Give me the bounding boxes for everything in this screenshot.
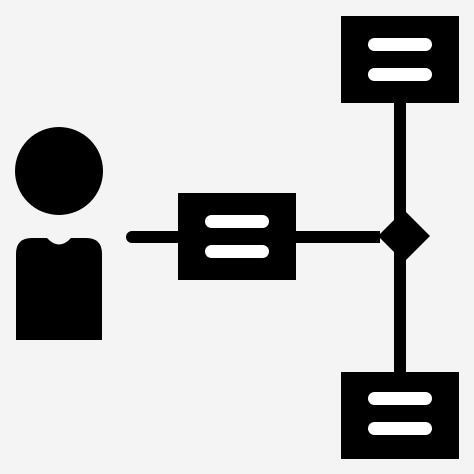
top-process-box bbox=[341, 16, 459, 103]
user-head bbox=[15, 127, 103, 215]
process-box-line-1 bbox=[205, 215, 269, 228]
bottom-process-box-line-2 bbox=[368, 422, 432, 435]
decision-diamond-shape bbox=[378, 210, 430, 262]
bottom-process-box-body bbox=[341, 372, 459, 459]
top-process-box-line-1 bbox=[368, 38, 432, 51]
user-icon bbox=[15, 127, 103, 340]
process-box bbox=[178, 193, 296, 280]
process-box-line-2 bbox=[205, 245, 269, 258]
decision-diamond bbox=[378, 210, 430, 262]
bottom-process-box-line-1 bbox=[368, 392, 432, 405]
user-body bbox=[16, 238, 102, 340]
top-process-box-body bbox=[341, 16, 459, 103]
process-box-body bbox=[178, 193, 296, 280]
top-process-box-line-2 bbox=[368, 68, 432, 81]
bottom-process-box bbox=[341, 372, 459, 459]
